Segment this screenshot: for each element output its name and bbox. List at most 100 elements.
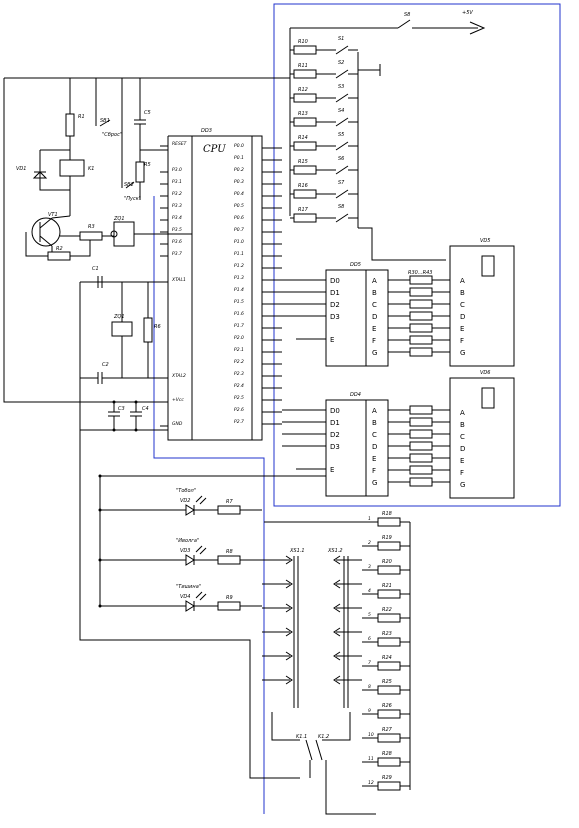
connector-pin-left	[262, 603, 293, 613]
connector-pin-right	[333, 675, 362, 685]
resistor-r21	[377, 589, 401, 599]
junction-dot	[98, 604, 102, 608]
switch-label-s1: S1	[338, 36, 344, 42]
left-circuit: R1 K1 VD1 VT1 R2 R3 ZQ1 SB1 "Сброс" SB2 …	[3, 77, 300, 779]
decoder-input-d2: D2	[330, 301, 340, 309]
cpu-pin-p06: P0.6	[234, 215, 244, 221]
cpu-pin-p24: P2.4	[234, 383, 244, 389]
array-resistor	[409, 335, 433, 345]
cpu-right-pins: P0.0P0.1P0.2P0.3P0.4P0.5P0.6P0.7P1.0P1.1…	[234, 143, 282, 425]
led-resistor-r9	[217, 601, 241, 611]
decoder-output-g: G	[372, 479, 377, 487]
decoder-ref: DD4	[350, 392, 361, 398]
resistor-r23	[377, 637, 401, 647]
array-resistor	[409, 417, 433, 427]
switch-label-s4: S4	[338, 108, 344, 114]
resistor-r26	[377, 709, 401, 719]
resistor-label-r16: R16	[298, 183, 308, 189]
cpu-pin-p31: P3.1	[172, 179, 182, 185]
resistor-r27	[377, 733, 401, 743]
pin-number: 8	[368, 684, 371, 690]
resistor-label-r27: R27	[382, 727, 393, 733]
decoder-input-d2: D2	[330, 431, 340, 439]
indicator-segment-g: G	[460, 481, 465, 489]
led-ref: VD2	[180, 498, 190, 504]
switch-label-s8: S8	[338, 204, 344, 210]
led-ref: VD3	[180, 548, 190, 554]
resistor-label-r11: R11	[298, 63, 308, 69]
array-resistor	[409, 405, 433, 415]
indicator-segment-b: B	[460, 421, 465, 429]
cpu-pin-p30: P3.0	[172, 167, 182, 173]
resistor-label-r29: R29	[382, 775, 392, 781]
array-resistor	[409, 441, 433, 451]
pin-number: 1	[368, 516, 371, 522]
resistor-r12	[293, 93, 317, 103]
resistor-r14	[293, 141, 317, 151]
resistor-r28	[377, 757, 401, 767]
resistor-label-r21: R21	[382, 583, 392, 589]
indicator-segment-e: E	[460, 457, 464, 465]
pin-number: 2	[368, 540, 371, 546]
decoder-output-d: D	[372, 313, 377, 321]
cpu-title: CPU	[203, 144, 226, 155]
resistor-r10	[293, 45, 317, 55]
cpu-pin-xtal1: XTAL1	[171, 277, 186, 283]
led-vd4	[185, 600, 195, 612]
decoder-output-e: E	[372, 325, 376, 333]
resistor-r16	[293, 189, 317, 199]
k1-1-label: K1.1	[296, 734, 307, 740]
c3-label: C3	[118, 406, 125, 412]
r5-label: R5	[144, 162, 151, 168]
decoder-output-a: A	[372, 277, 377, 285]
connector-pin-left	[262, 627, 293, 637]
indicator-segment-d: D	[460, 445, 465, 453]
seven-segment-glyph	[481, 255, 495, 277]
r3-label: R3	[88, 224, 95, 230]
connector-pin-left	[262, 579, 293, 589]
indicator-segment-d: D	[460, 313, 465, 321]
sb1-name: "Сброс"	[102, 132, 122, 138]
switch-label-s2: S2	[338, 60, 344, 66]
zq1-label: ZQ1	[113, 216, 125, 222]
indicator-ref: VD6	[480, 370, 490, 376]
array-resistor	[409, 323, 433, 333]
connector-right-label: XS1.2	[327, 548, 343, 554]
cpu-pin-xtal2: XTAL2	[171, 373, 186, 379]
cpu-pin-p23: P2.3	[234, 371, 244, 377]
cpu-ref: DD3	[201, 128, 212, 134]
resistor-label-r12: R12	[298, 87, 308, 93]
resistor-array-label: R30...R43	[408, 270, 432, 276]
led-name: "Тобол"	[176, 488, 196, 494]
connector-left-label: XS1.1	[289, 548, 305, 554]
led-light-rays	[195, 591, 207, 601]
decoder-enable: E	[330, 336, 334, 344]
switch-contact	[335, 213, 349, 223]
cpu-pin-p37: P3.7	[172, 251, 182, 257]
resistor-label-r10: R10	[298, 39, 308, 45]
decoder-dd5	[325, 269, 389, 367]
cpu-dd3: DD3 CPU	[167, 128, 263, 441]
array-resistor	[409, 287, 433, 297]
c1-label: C1	[92, 266, 99, 272]
switch-contact	[335, 141, 349, 151]
cpu-left-pins: RESETP3.0P3.1P3.2P3.3P3.4P3.5P3.6P3.7XTA…	[160, 141, 188, 427]
resistor-label-r14: R14	[298, 135, 308, 141]
resistor-label-r18: R18	[382, 511, 392, 517]
connector-pin-right	[333, 579, 362, 589]
cpu-pin-p21: P2.1	[234, 347, 244, 353]
decoder-output-f: F	[372, 337, 376, 345]
switch-contact	[335, 117, 349, 127]
cpu-pin-p15: P1.5	[234, 299, 244, 305]
connector-pin-right	[333, 555, 362, 565]
cpu-pin-p05: P0.5	[234, 203, 244, 209]
decoder-output-b: B	[372, 419, 377, 427]
array-resistor	[409, 311, 433, 321]
indicator-ref: VD5	[480, 238, 490, 244]
connector-pin-right	[333, 627, 362, 637]
switch-label-s3: S3	[338, 84, 344, 90]
c4-label: C4	[142, 406, 149, 412]
cpu-pin-p34: P3.4	[172, 215, 182, 221]
indicator-segment-a: A	[460, 277, 465, 285]
